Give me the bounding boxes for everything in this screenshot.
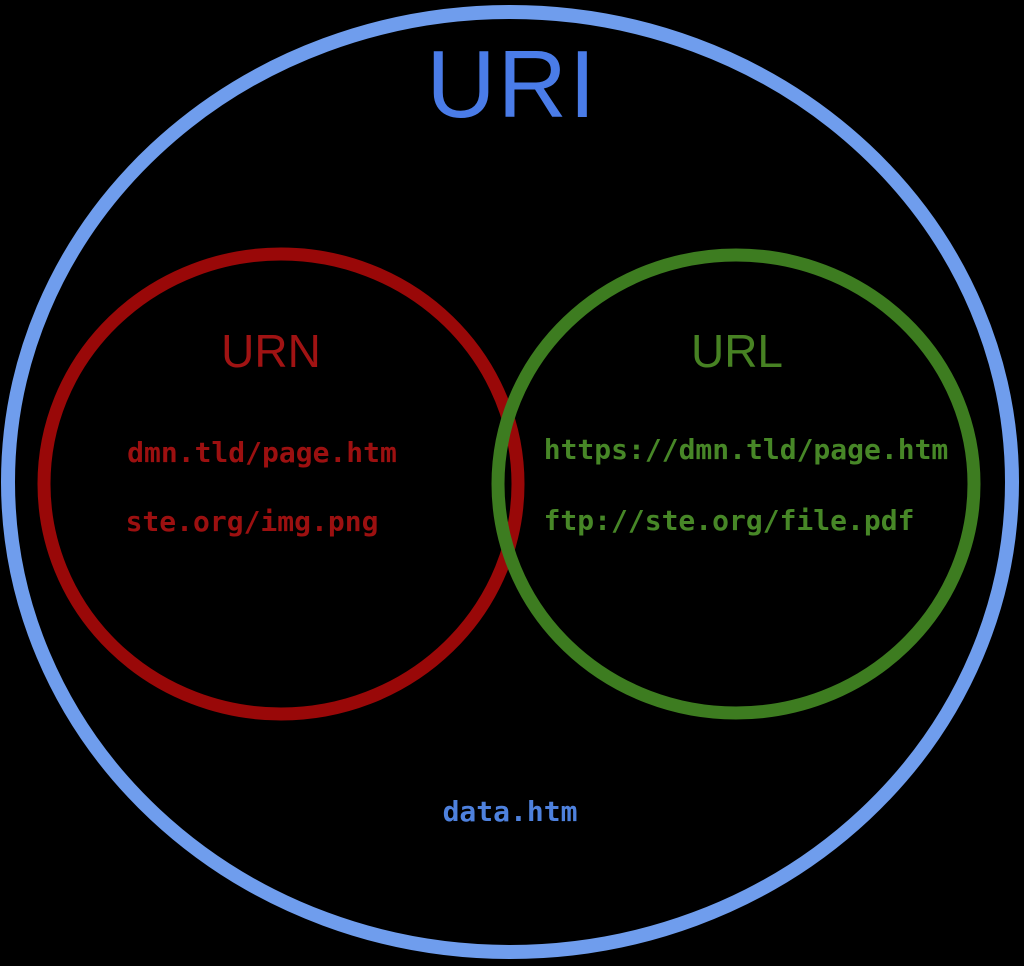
urn-circle	[37, 247, 525, 721]
url-label: URL	[690, 325, 784, 377]
uri-only-example: data.htm	[442, 795, 578, 828]
url-circle	[491, 248, 981, 720]
urn-example-1: dmn.tld/page.htm	[127, 436, 397, 469]
uri-title: URI	[426, 31, 598, 138]
url-example-2: ftp://ste.org/file.pdf	[543, 504, 915, 537]
uri-circle	[1, 5, 1019, 959]
urn-label: URN	[221, 325, 321, 377]
urn-example-2: ste.org/img.png	[125, 505, 379, 538]
url-example-1: https://dmn.tld/page.htm	[543, 433, 949, 466]
